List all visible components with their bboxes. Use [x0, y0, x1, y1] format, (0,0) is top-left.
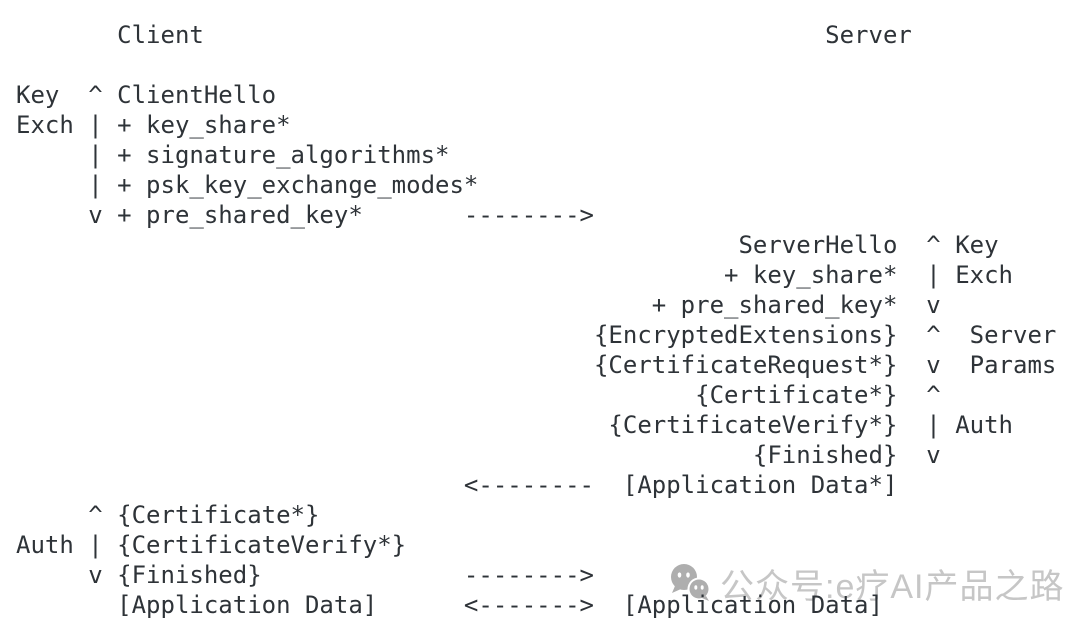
diagram-line-psk-arrow: v + pre_shared_key* -------->: [16, 201, 594, 229]
diagram-line-key-share: Exch | + key_share*: [16, 111, 291, 139]
diagram-line-serverhello: ServerHello ^ Key: [16, 231, 999, 259]
watermark: 公众号:e疗AI产品之路: [668, 560, 1064, 606]
diagram-line-srv-psk: + pre_shared_key* v: [16, 291, 941, 319]
diagram-line-cli-cert: ^ {Certificate*}: [16, 501, 320, 529]
diagram-line-srv-appdata: <-------- [Application Data*]: [16, 471, 898, 499]
diagram-line-srv-cert: {Certificate*} ^: [16, 381, 941, 409]
watermark-text: 公众号:e疗AI产品之路: [720, 567, 1065, 606]
ascii-diagram: Client Server Key ^ ClientHello Exch | +…: [16, 20, 1056, 620]
diagram-line-appdata: [Application Data] <-------> [Applicatio…: [16, 591, 883, 619]
diagram-line-cert-request: {CertificateRequest*} v Params: [16, 351, 1057, 379]
diagram-line-cli-certverify: Auth | {CertificateVerify*}: [16, 531, 407, 559]
diagram-line-enc-ext: {EncryptedExtensions} ^ Server: [16, 321, 1057, 349]
diagram-line-cli-finished: v {Finished} -------->: [16, 561, 594, 589]
diagram-line-srv-certverify: {CertificateVerify*} | Auth: [16, 411, 1013, 439]
diagram-line-psk-modes: | + psk_key_exchange_modes*: [16, 171, 479, 199]
diagram-line-sig-algs: | + signature_algorithms*: [16, 141, 450, 169]
wechat-icon: [671, 564, 711, 601]
diagram-line-blank: [16, 50, 1056, 80]
diagram-line-clienthello: Key ^ ClientHello: [16, 81, 277, 109]
diagram-line-srv-key-share: + key_share* | Exch: [16, 261, 1013, 289]
diagram-line-headers: Client Server: [16, 21, 912, 49]
diagram-line-srv-finished: {Finished} v: [16, 441, 941, 469]
